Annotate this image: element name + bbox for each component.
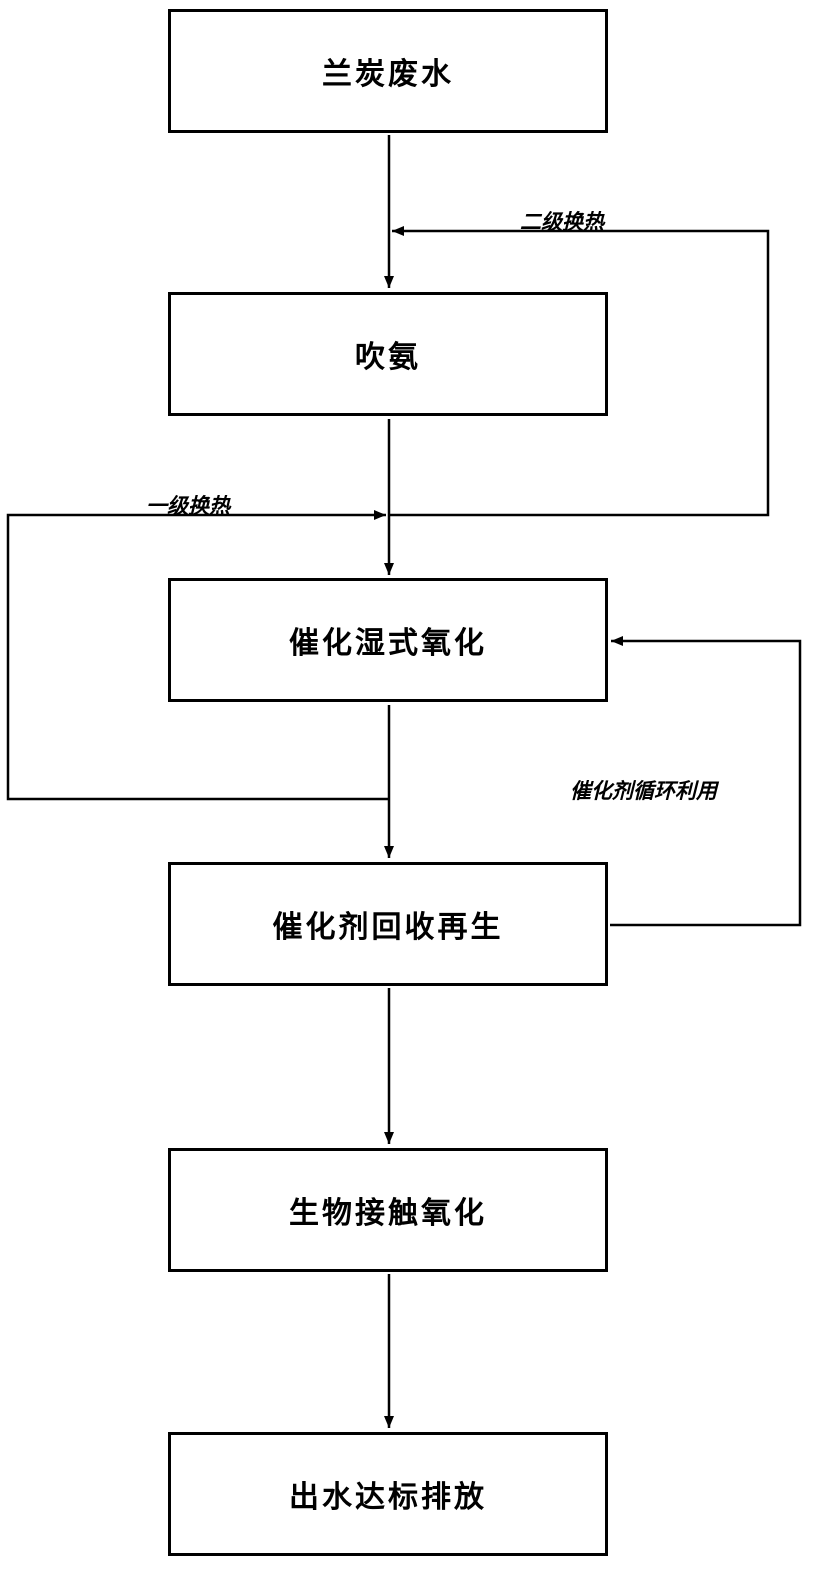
box-label: 催化湿式氧化 [289, 626, 487, 661]
box-ammonia-stripping: 吹氨 [168, 292, 608, 416]
box-catalytic-wet-oxidation: 催化湿式氧化 [168, 578, 608, 702]
box-lantan-wastewater: 兰炭废水 [168, 9, 608, 133]
box-label: 吹氨 [355, 340, 421, 375]
loop-primary-heat-exchange [6, 510, 389, 801]
box-effluent-discharge: 出水达标排放 [168, 1432, 608, 1556]
box-label: 催化剂回收再生 [272, 910, 504, 945]
box-label: 出水达标排放 [289, 1480, 487, 1515]
loop-secondary-heat-exchange [389, 226, 770, 517]
box-bio-contact-oxidation: 生物接触氧化 [168, 1148, 608, 1272]
label-secondary-heat-exchange: 二级换热 [520, 210, 604, 234]
box-label: 兰炭废水 [322, 57, 454, 92]
label-catalyst-recycle: 催化剂循环利用 [570, 779, 717, 803]
box-label: 生物接触氧化 [289, 1196, 487, 1231]
label-primary-heat-exchange: 一级换热 [146, 494, 230, 518]
box-catalyst-recovery: 催化剂回收再生 [168, 862, 608, 986]
loop-catalyst-recycle [610, 636, 802, 927]
